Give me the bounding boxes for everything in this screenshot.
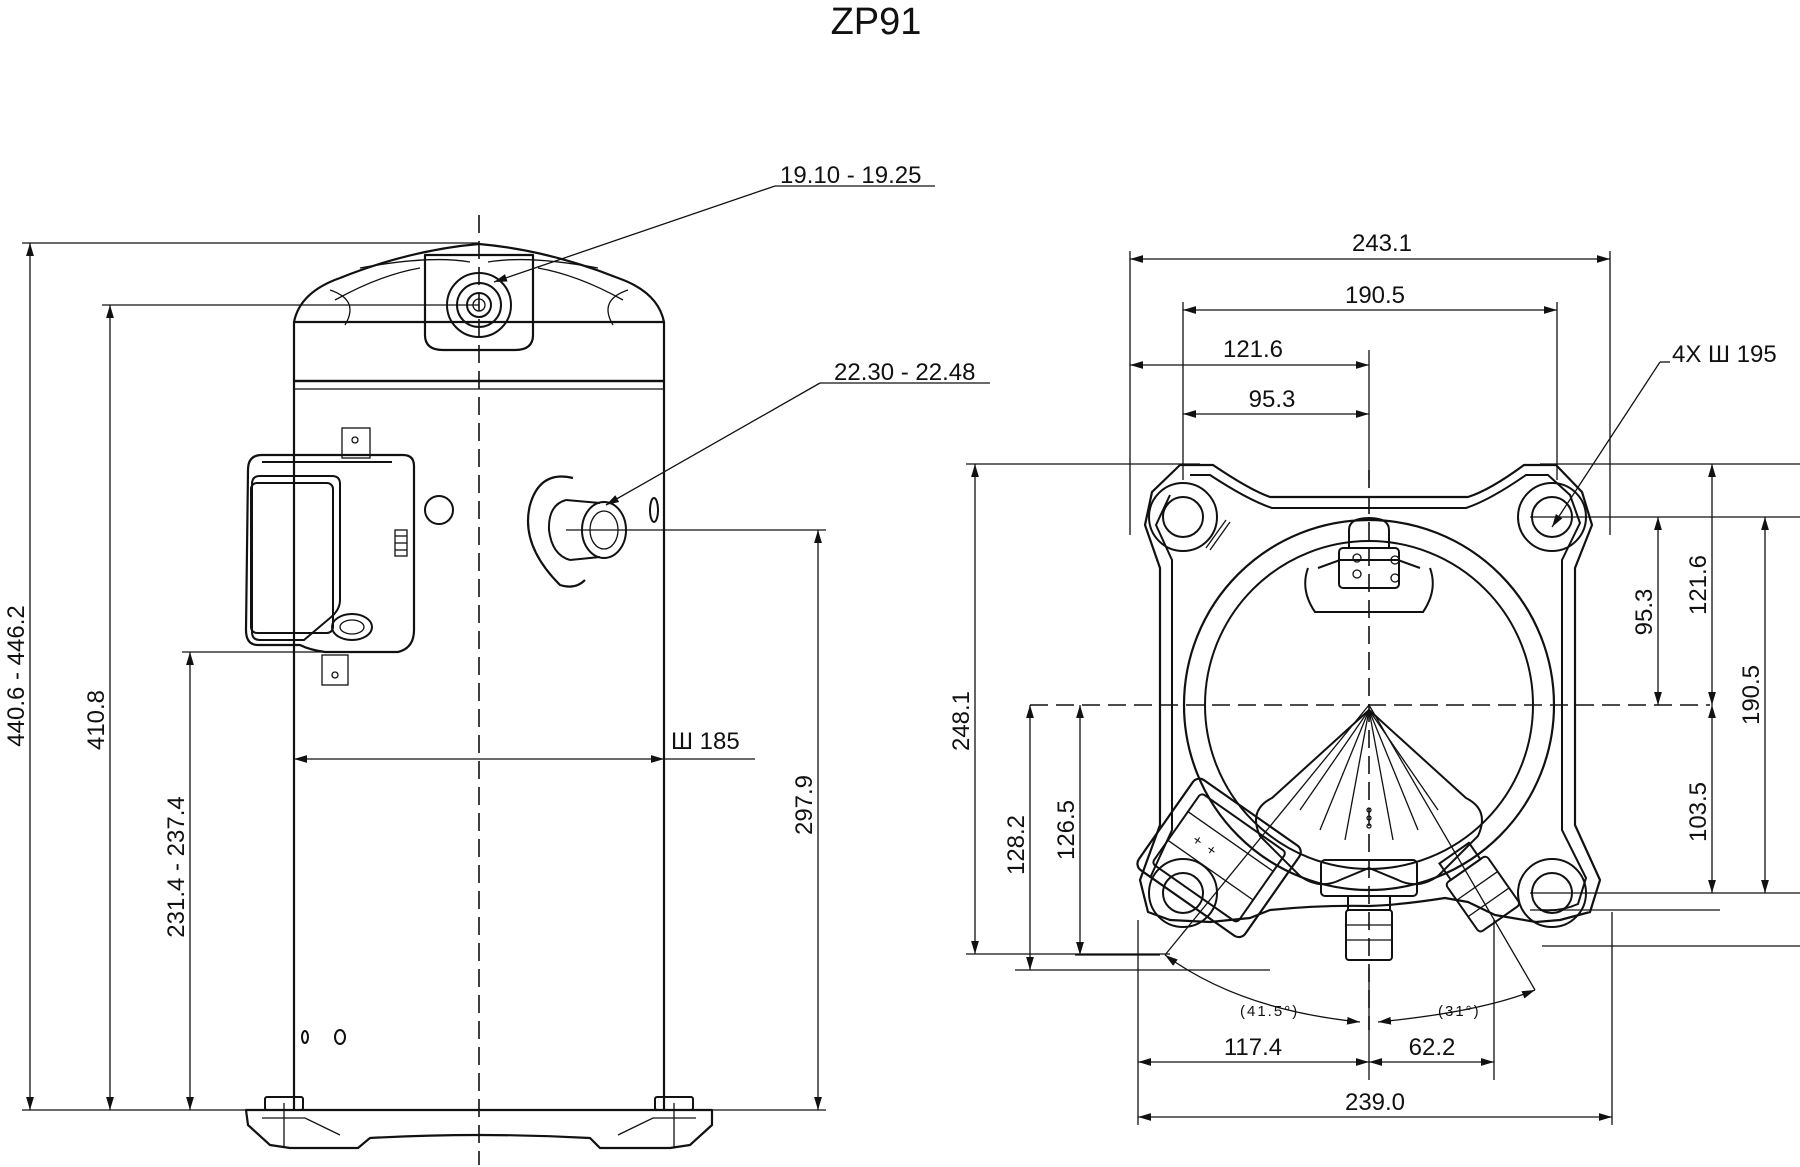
sight-glass-circle xyxy=(424,495,454,525)
discharge-fitting xyxy=(526,475,659,588)
plan-dimensions-left: 248.1 128.2 126.5 xyxy=(948,464,1084,970)
angle-arcs: (41.5°) (31°) xyxy=(1164,704,1536,1025)
plan-discharge-tube xyxy=(1438,841,1520,933)
right-190-label: 190.5 xyxy=(1738,665,1765,725)
plan-view: + + (41.5°) (31°) xyxy=(948,230,1800,1125)
top-suction-fitting xyxy=(1304,516,1434,613)
height-410-label: 410.8 xyxy=(83,690,110,750)
compressor-shell xyxy=(292,379,666,1110)
drawing-title: ZP91 xyxy=(831,1,922,43)
mounting-base xyxy=(244,1096,714,1150)
discharge-tube-label: 22.30 - 22.48 xyxy=(834,359,975,386)
part-stamp-graphic xyxy=(1205,519,1231,551)
terminal-box xyxy=(244,427,416,686)
side-dimensions: 19.10 - 19.25 22.30 - 22.48 Ш 185 440.6 … xyxy=(3,162,990,1111)
shell-outer-circle xyxy=(1182,518,1556,892)
width-190-label: 190.5 xyxy=(1345,282,1405,309)
depth-128-label: 128.2 xyxy=(1003,815,1030,875)
bottom-117-label: 117.4 xyxy=(1224,1034,1282,1061)
width-121-label: 121.6 xyxy=(1223,336,1283,363)
suction-tube-label: 19.10 - 19.25 xyxy=(780,162,921,189)
overall-height-label: 440.6 - 446.2 xyxy=(3,605,30,746)
depth-248-label: 248.1 xyxy=(948,691,975,751)
bottom-239-label: 239.0 xyxy=(1345,1089,1405,1116)
height-231-label: 231.4 - 237.4 xyxy=(163,796,190,937)
side-view: 19.10 - 19.25 22.30 - 22.48 Ш 185 440.6 … xyxy=(3,162,990,1165)
plan-dimensions-bottom: 117.4 62.2 239.0 xyxy=(1138,1034,1612,1121)
right-103-label: 103.5 xyxy=(1685,782,1712,842)
plan-extension-lines xyxy=(966,251,1800,1125)
compressor-dome xyxy=(292,242,666,383)
right-95-label: 95.3 xyxy=(1631,589,1658,636)
svg-text:+ +: + + xyxy=(1189,831,1221,861)
discharge-housing xyxy=(1255,708,1483,961)
height-297-label: 297.9 xyxy=(791,775,818,835)
depth-126-label: 126.5 xyxy=(1053,800,1080,860)
width-95-label: 95.3 xyxy=(1249,386,1296,413)
right-121-label: 121.6 xyxy=(1685,555,1712,615)
plan-dimensions-top: 243.1 190.5 121.6 95.3 4X Ш 195 xyxy=(1130,230,1777,528)
angle-right-label: (31°) xyxy=(1438,1003,1481,1020)
width-243-label: 243.1 xyxy=(1352,230,1412,257)
shell-diameter-label: Ш 185 xyxy=(671,728,740,755)
mount-holes-label: 4X Ш 195 xyxy=(1672,341,1777,368)
angle-left-label: (41.5°) xyxy=(1240,1003,1299,1020)
bottom-62-label: 62.2 xyxy=(1409,1034,1456,1061)
plan-dimensions-right: 95.3 121.6 190.5 103.5 xyxy=(1631,464,1769,893)
